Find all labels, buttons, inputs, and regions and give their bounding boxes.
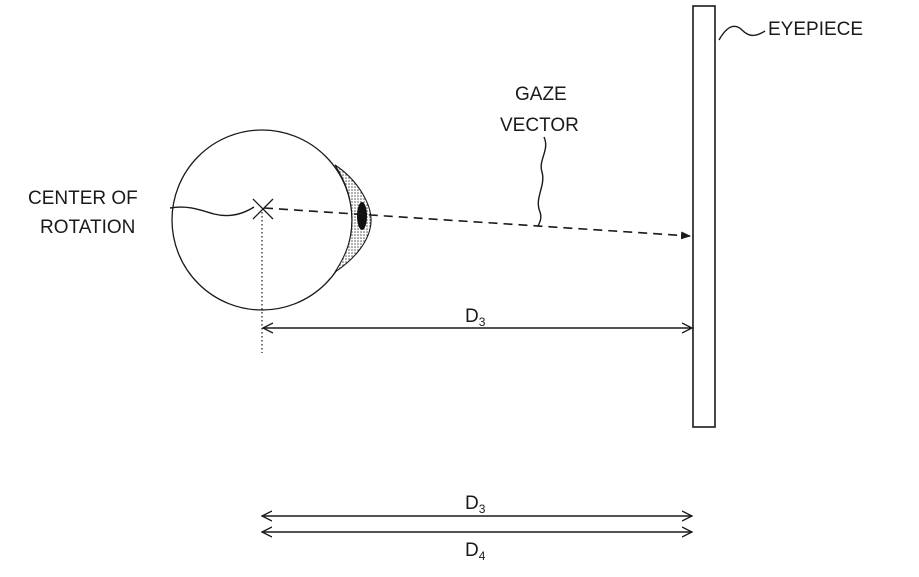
eyepiece-label: EYEPIECE xyxy=(768,19,863,40)
eyepiece-leader xyxy=(718,25,766,41)
d4-dimension-label: D4 xyxy=(465,540,486,563)
d3-subscript: 3 xyxy=(479,315,486,329)
pupil xyxy=(357,202,367,230)
center-of-rotation-label-line1: CENTER OF xyxy=(28,188,138,209)
gaze-vector-label-line2: VECTOR xyxy=(500,115,579,136)
cornea xyxy=(334,164,372,273)
d3-lower-dimension-label: D3 xyxy=(465,493,486,516)
d3-base: D xyxy=(465,306,479,327)
d4-subscript: 4 xyxy=(479,549,486,563)
center-of-rotation-mark xyxy=(252,198,274,220)
eyepiece-plate xyxy=(692,5,716,428)
d3-lower-subscript: 3 xyxy=(479,502,486,516)
d4-base: D xyxy=(465,540,479,561)
gaze-vector-arrow xyxy=(263,207,691,240)
gaze-vector-label-line1: GAZE xyxy=(515,84,567,105)
d3-dimension-label: D3 xyxy=(465,306,486,329)
d3-lower-base: D xyxy=(465,493,479,514)
center-of-rotation-leader xyxy=(169,206,255,217)
gaze-vector-leader xyxy=(537,136,547,227)
center-of-rotation-label-line2: ROTATION xyxy=(40,217,135,238)
